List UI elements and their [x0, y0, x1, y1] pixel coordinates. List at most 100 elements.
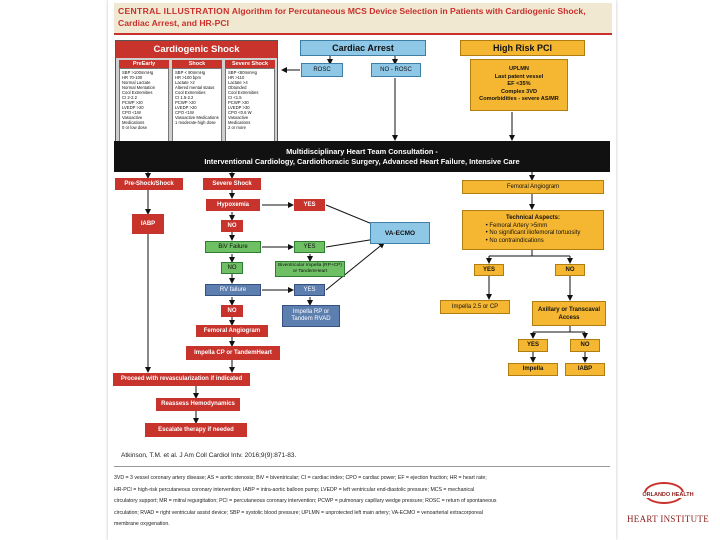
hr-pci-criterion: Complex 3VD: [500, 88, 538, 95]
high-risk-pci-box: High Risk PCI: [460, 40, 585, 56]
cs-criterion: CI 1.5-2.2: [175, 95, 194, 100]
cs-criterion: SBP >100mmHg: [122, 70, 154, 75]
yes-box-axillary: YES: [518, 339, 548, 352]
impella-box: Impella: [508, 363, 558, 376]
yes-box-biv: YES: [294, 241, 325, 253]
citation: Atkinson, T.M. et al. J Am Coll Cardiol …: [121, 452, 297, 459]
hr-pci-criterion: Last patent vessel: [494, 73, 544, 80]
cs-column-shock: Shock SBP < 90mmHg HR >100 bpm Lactate >…: [172, 60, 222, 144]
abbreviation-line: 3VD = 3 vessel coronary artery disease; …: [114, 475, 487, 481]
technical-aspects-list: • Femoral Artery >5mm • No significant i…: [486, 223, 581, 246]
cs-column-header: Shock: [172, 60, 222, 68]
yes-box-hypoxemia: YES: [294, 199, 325, 211]
abbreviation-line: membrane oxygenation.: [114, 521, 170, 528]
header-rule: [114, 33, 612, 35]
femoral-angiogram-box-right: Femoral Angiogram: [462, 180, 604, 194]
technical-aspects-title: Technical Aspects:: [505, 215, 561, 221]
logo-name: ORLANDO HEALTH: [626, 492, 710, 498]
cs-column-severe-shock: Severe Shock SBP <80mmHg HR >110 Lactate…: [225, 60, 275, 144]
cs-criterion: LVEDP >20: [122, 105, 144, 110]
technical-aspects-box: Technical Aspects: • Femoral Artery >5mm…: [462, 210, 604, 250]
cs-criterion: Normal Mentation: [122, 85, 156, 90]
cs-criterion: 0 or low dose: [122, 125, 147, 130]
cs-criterion: Obtunded: [228, 85, 247, 90]
cs-criterion: Lactate >2: [175, 80, 195, 85]
biv-failure-box: BiV Failure: [205, 241, 261, 253]
hr-pci-criterion: UPLMN: [509, 66, 529, 73]
impella-25-box: Impella 2.5 or CP: [440, 300, 510, 314]
proceed-revascularization-box: Proceed with revascularization if indica…: [113, 373, 250, 386]
iabp-box: IABP: [132, 214, 164, 234]
cs-criterion: Lactate >4: [228, 80, 248, 85]
cs-criterion: PCWP >30: [228, 100, 249, 105]
impella-rp-box: Impella RP or Tandem RVAD: [282, 305, 340, 327]
cs-criterion: CPO <1W: [175, 110, 194, 115]
cs-criterion: 2 or more: [228, 125, 246, 130]
cs-criterion: CI 2-2.2: [122, 95, 137, 100]
abbreviation-line: circulatory support; MR = mitral regurgi…: [114, 498, 497, 505]
technical-aspect-item: • No contraindications: [485, 237, 544, 244]
cs-column-body: SBP <80mmHg HR >110 Lactate >4 Obtunded …: [225, 68, 275, 144]
orlando-health-logo: ORLANDO HEALTH HEART INSTITUTE: [626, 482, 710, 532]
team-line2: Interventional Cardiology, Cardiothoraci…: [204, 156, 520, 166]
escalate-therapy-box: Escalate therapy if needed: [145, 423, 247, 437]
cs-column-header: PreEarly: [119, 60, 169, 68]
abbreviation-line: circulation; RVAD = right ventricular as…: [114, 509, 483, 516]
biventricular-impella-box: Biventricular Impella (RP+CP) or TandemH…: [275, 261, 345, 277]
cs-column-header: Severe Shock: [225, 60, 275, 68]
rosc-box: ROSC: [301, 63, 343, 77]
abbreviations-footnote: 3VD = 3 vessel coronary artery disease; …: [114, 466, 610, 531]
header-title-line1: Algorithm for Percutaneous MCS Device Se…: [231, 6, 586, 16]
hr-pci-criterion: Comorbidities - severe AS/MR: [479, 96, 559, 103]
cs-criterion: SBP <80mmHg: [228, 70, 257, 75]
team-line1: Multidisciplinary Heart Team Consultatio…: [286, 146, 438, 156]
cs-criterion: Cool Extremities: [228, 90, 259, 95]
hr-pci-criteria-box: UPLMN Last patent vessel EF <35% Complex…: [470, 59, 568, 111]
no-box-axillary: NO: [570, 339, 600, 352]
axillary-transcaval-box: Axillary or Transcaval Access: [532, 301, 606, 326]
severe-shock-box: Severe Shock: [203, 178, 261, 190]
reassess-hemodynamics-box: Reassess Hemodynamics: [156, 398, 240, 411]
cs-criterion: CPO <0.6 W: [228, 110, 252, 115]
cs-column-body: SBP >100mmHg HR 70-100 Normal Lactate No…: [119, 68, 169, 144]
cs-criterion: Vasoactive Medications: [175, 115, 219, 120]
no-box-hypoxemia: NO: [221, 220, 243, 232]
cs-criterion: Medications: [228, 120, 251, 125]
cs-criterion: Vasoactive: [228, 115, 249, 120]
header-band: [114, 3, 612, 33]
cardiogenic-shock-title: Cardiogenic Shock: [116, 41, 277, 58]
technical-aspect-item: • Femoral Artery >5mm: [485, 222, 548, 229]
no-rosc-box: NO - ROSC: [371, 63, 421, 77]
femoral-angiogram-box-left: Femoral Angiogram: [196, 325, 268, 337]
cs-criterion: PCWP >20: [122, 100, 143, 105]
cs-criterion: 1 moderate-high dose: [175, 120, 216, 125]
cardiogenic-shock-panel: Cardiogenic Shock PreEarly SBP >100mmHg …: [115, 40, 278, 146]
cs-criterion: Cool Extremities: [122, 90, 153, 95]
iabp-box-right: IABP: [565, 363, 605, 376]
cs-criterion: SBP < 90mmHg: [175, 70, 206, 75]
cs-criterion: PCWP >20: [175, 100, 196, 105]
impella-cp-box: Impella CP or TandemHeart: [186, 346, 280, 360]
rv-failure-box: RV failure: [205, 284, 261, 296]
va-ecmo-box: VA-ECMO: [370, 222, 430, 244]
cs-column-preearly: PreEarly SBP >100mmHg HR 70-100 Normal L…: [119, 60, 169, 144]
hypoxemia-box: Hypoxemia: [206, 199, 260, 211]
no-box-biv: NO: [221, 262, 243, 274]
cs-criterion: HR >100 bpm: [175, 75, 201, 80]
header-label: CENTRAL ILLUSTRATION: [118, 6, 230, 16]
yes-box-right: YES: [474, 264, 504, 276]
cs-criterion: CI <1.5: [228, 95, 242, 100]
heart-team-consultation: Multidisciplinary Heart Team Consultatio…: [114, 141, 610, 172]
pre-shock-box: Pre-Shock/Shock: [115, 178, 183, 190]
abbreviation-line: HR-PCI = high-risk percutaneous coronary…: [114, 486, 475, 493]
logo-subtitle: HEART INSTITUTE: [626, 514, 710, 524]
hr-pci-criterion: EF <35%: [507, 81, 531, 88]
header-title: CENTRAL ILLUSTRATION Algorithm for Percu…: [118, 5, 608, 29]
cs-criterion: HR 70-100: [122, 75, 143, 80]
cs-criterion: Medications: [122, 120, 145, 125]
technical-aspect-item: • No significant iliofemoral tortuosity: [485, 230, 581, 236]
cs-criterion: HR >110: [228, 75, 245, 80]
no-box-rv: NO: [221, 305, 243, 317]
cs-column-body: SBP < 90mmHg HR >100 bpm Lactate >2 Alte…: [172, 68, 222, 144]
